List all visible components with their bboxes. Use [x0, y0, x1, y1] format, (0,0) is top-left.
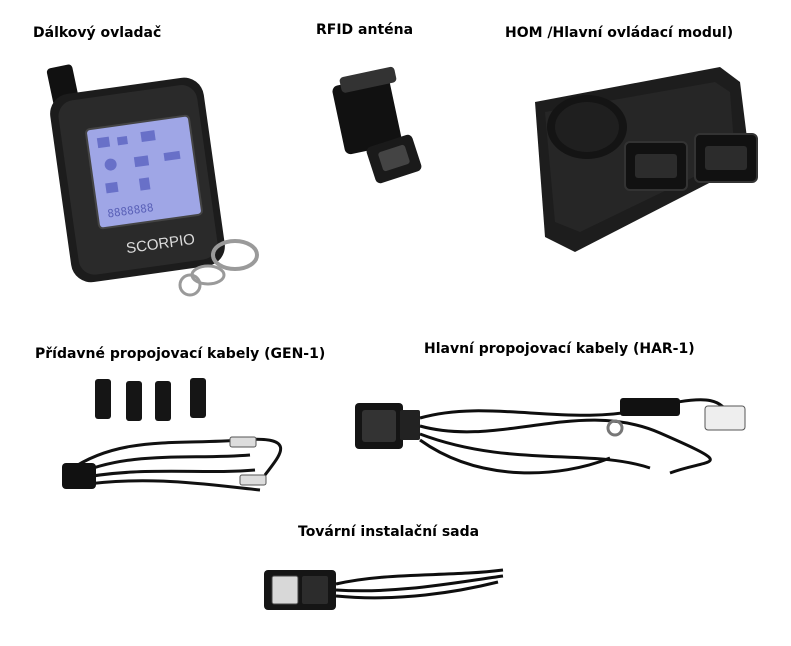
gen1-cables-image — [40, 375, 300, 510]
factory-kit-image — [258, 552, 518, 627]
label-hom: HOM /Hlavní ovládací modul) — [505, 25, 734, 41]
svg-text:8888888: 8888888 — [107, 201, 155, 220]
label-har1: Hlavní propojovací kabely (HAR-1) — [424, 341, 695, 357]
label-rfid: RFID anténa — [316, 22, 414, 38]
hom-module-image — [515, 62, 775, 262]
label-remote: Dálkový ovladač — [33, 25, 162, 41]
har1-cables-image — [350, 388, 760, 493]
label-factory-kit: Tovární instalační sada — [298, 524, 480, 540]
rfid-antenna-image — [330, 60, 430, 190]
remote-control-image: 8888888 SCORPIO — [40, 60, 270, 305]
label-gen1: Přídavné propojovací kabely (GEN-1) — [35, 346, 326, 362]
